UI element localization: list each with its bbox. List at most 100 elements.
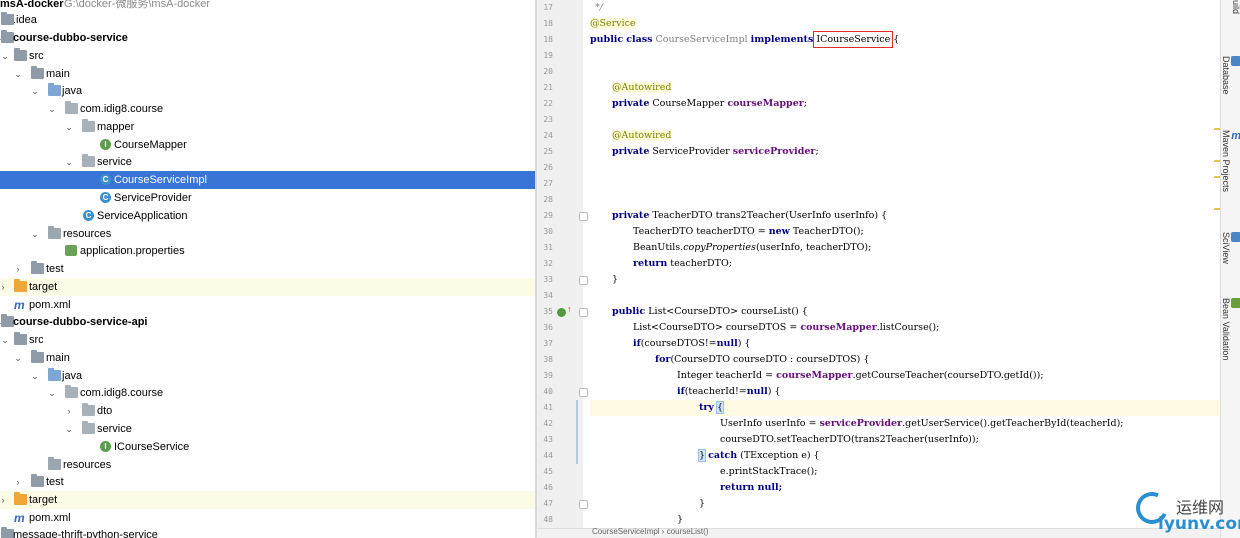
tab-maven-projects[interactable]: m Maven Projects	[1221, 130, 1240, 192]
tree-item-resources[interactable]: resources	[0, 456, 535, 474]
tree-item-coursemapper[interactable]: I CourseMapper	[0, 136, 535, 154]
tree-item-main[interactable]: ⌄ main	[0, 349, 535, 367]
tree-item-dto[interactable]: › dto	[0, 402, 535, 420]
code-line[interactable]: e.printStackTrace();	[590, 464, 1220, 480]
tree-item-src[interactable]: ⌄ src	[0, 331, 535, 349]
tree-item-mapper[interactable]: ⌄ mapper	[0, 118, 535, 136]
code-line[interactable]	[590, 288, 1220, 304]
code-line[interactable]: } catch (TException e) {	[590, 448, 1220, 464]
code-line[interactable]: private ServiceProvider serviceProvider;	[590, 144, 1220, 160]
fold-toggle-icon[interactable]	[579, 308, 588, 317]
fold-toggle-icon[interactable]	[579, 388, 588, 397]
chevron-right-icon[interactable]: ›	[67, 406, 71, 416]
code-line[interactable]: private TeacherDTO trans2Teacher(UserInf…	[590, 208, 1220, 224]
code-line[interactable]: if(teacherId!=null) {	[590, 384, 1220, 400]
code-line[interactable]	[590, 64, 1220, 80]
code-line[interactable]: List<CourseDTO> courseDTOS = courseMappe…	[590, 320, 1220, 336]
tree-item-pom[interactable]: m pom.xml	[0, 509, 535, 527]
chevron-down-icon[interactable]: ⌄	[65, 122, 73, 132]
chevron-down-icon[interactable]: ⌄	[1, 335, 9, 345]
chevron-down-icon[interactable]: ⌄	[31, 371, 39, 381]
tree-item-package[interactable]: ⌄ com.idig8.course	[0, 384, 535, 402]
tree-root-row[interactable]: msA-docker G:\docker-微服务\msA-docker	[0, 0, 535, 13]
code-line[interactable]	[590, 176, 1220, 192]
tree-item-serviceprovider[interactable]: C ServiceProvider	[0, 189, 535, 207]
chevron-down-icon[interactable]: ⌄	[14, 353, 22, 363]
tree-item-package[interactable]: ⌄ com.idig8.course	[0, 100, 535, 118]
code-line[interactable]: private CourseMapper courseMapper;	[590, 96, 1220, 112]
chevron-right-icon[interactable]: ›	[1, 495, 5, 505]
tree-item-resources[interactable]: ⌄ resources	[0, 225, 535, 243]
tab-label: Maven Projects	[1221, 130, 1232, 193]
chevron-down-icon[interactable]: ⌄	[31, 229, 39, 239]
code-line[interactable]: @Autowired	[590, 80, 1220, 96]
chevron-down-icon[interactable]: ⌄	[14, 69, 22, 79]
tree-item-label: target	[29, 281, 58, 293]
code-editor[interactable]: 17 18 18 19 20 21 22 23 24 25 26 27 28 2…	[537, 0, 1220, 538]
tab-sciview[interactable]: SciView	[1221, 232, 1240, 264]
tree-item-java[interactable]: ⌄ java	[0, 82, 535, 100]
code-line[interactable]: }	[590, 272, 1220, 288]
tab-ant-build[interactable]: Ant Build	[1221, 0, 1240, 14]
code-line[interactable]: public class CourseServiceImpl implement…	[590, 31, 1220, 48]
chevron-down-icon[interactable]: ⌄	[48, 104, 56, 114]
code-line[interactable]	[590, 192, 1220, 208]
tree-item-target[interactable]: › target	[0, 278, 535, 296]
code-line[interactable]: return teacherDTO;	[590, 256, 1220, 272]
tree-item-idea[interactable]: .idea	[0, 11, 535, 29]
chevron-down-icon[interactable]: ⌄	[65, 157, 73, 167]
tab-bean-validation[interactable]: Bean Validation	[1221, 298, 1240, 360]
code-line[interactable]	[590, 48, 1220, 64]
code-line[interactable]	[590, 112, 1220, 128]
tree-item-java[interactable]: ⌄ java	[0, 367, 535, 385]
code-line[interactable]: if(courseDTOS!=null) {	[590, 336, 1220, 352]
tree-item-service[interactable]: ⌄ service	[0, 153, 535, 171]
code-line[interactable]: TeacherDTO teacherDTO = new TeacherDTO()…	[590, 224, 1220, 240]
tree-item-course-dubbo-service-api[interactable]: ⌄ course-dubbo-service-api	[0, 313, 535, 331]
override-arrow-icon[interactable]: ↑	[567, 304, 572, 314]
chevron-down-icon[interactable]: ⌄	[31, 86, 39, 96]
code-line[interactable]: courseDTO.setTeacherDTO(trans2Teacher(us…	[590, 432, 1220, 448]
line-number: 30	[543, 227, 553, 236]
fold-toggle-icon[interactable]	[579, 212, 588, 221]
chevron-right-icon[interactable]: ›	[16, 264, 20, 274]
code-line[interactable]: @Service	[590, 16, 1220, 32]
tree-item-test[interactable]: › test	[0, 260, 535, 278]
code-line[interactable]: public List<CourseDTO> courseList() {	[590, 304, 1220, 320]
code-line[interactable]: for(CourseDTO courseDTO : courseDTOS) {	[590, 352, 1220, 368]
tree-item-service[interactable]: ⌄ service	[0, 420, 535, 438]
implementation-marker-icon[interactable]	[557, 308, 566, 317]
fold-toggle-icon[interactable]	[579, 276, 588, 285]
tree-item-courseserviceimpl[interactable]: C CourseServiceImpl	[0, 171, 535, 189]
chevron-down-icon[interactable]: ⌄	[65, 424, 73, 434]
tree-item-icourseservice[interactable]: I ICourseService	[0, 438, 535, 456]
code-line[interactable]	[590, 160, 1220, 176]
code-line[interactable]: @Autowired	[590, 128, 1220, 144]
code-line[interactable]: Integer teacherId = courseMapper.getCour…	[590, 368, 1220, 384]
chevron-right-icon[interactable]: ›	[1, 282, 5, 292]
tab-database[interactable]: Database	[1221, 56, 1240, 95]
tree-item-pom[interactable]: m pom.xml	[0, 296, 535, 314]
chevron-down-icon[interactable]: ⌄	[48, 388, 56, 398]
folder-icon	[1, 12, 14, 25]
tree-item-application-properties[interactable]: application.properties	[0, 242, 535, 260]
chevron-right-icon[interactable]: ›	[16, 477, 20, 487]
breadcrumb[interactable]: CourseServiceImpl › courseList()	[537, 527, 1220, 538]
tree-item-message-thrift-python-service[interactable]: › message-thrift-python-service	[0, 526, 535, 538]
tree-item-main[interactable]: ⌄ main	[0, 65, 535, 83]
tree-item-target[interactable]: › target	[0, 491, 535, 509]
fold-toggle-icon[interactable]	[579, 500, 588, 509]
code-line[interactable]: }	[590, 512, 1220, 528]
tree-item-test[interactable]: › test	[0, 473, 535, 491]
code-line[interactable]: BeanUtils.copyProperties(userInfo, teach…	[590, 240, 1220, 256]
tree-item-src[interactable]: ⌄ src	[0, 47, 535, 65]
tree-item-serviceapplication[interactable]: C ServiceApplication	[0, 207, 535, 225]
code-line-current[interactable]: try {	[590, 400, 1220, 416]
code-line[interactable]: */	[590, 0, 1220, 16]
code-line[interactable]: UserInfo userInfo = serviceProvider.getU…	[590, 416, 1220, 432]
code-line[interactable]: return null;	[590, 480, 1220, 496]
panel-divider[interactable]	[535, 0, 537, 538]
code-line[interactable]: }	[590, 496, 1220, 512]
tree-item-course-dubbo-service[interactable]: ⌄ course-dubbo-service	[0, 29, 535, 47]
chevron-down-icon[interactable]: ⌄	[1, 51, 9, 61]
